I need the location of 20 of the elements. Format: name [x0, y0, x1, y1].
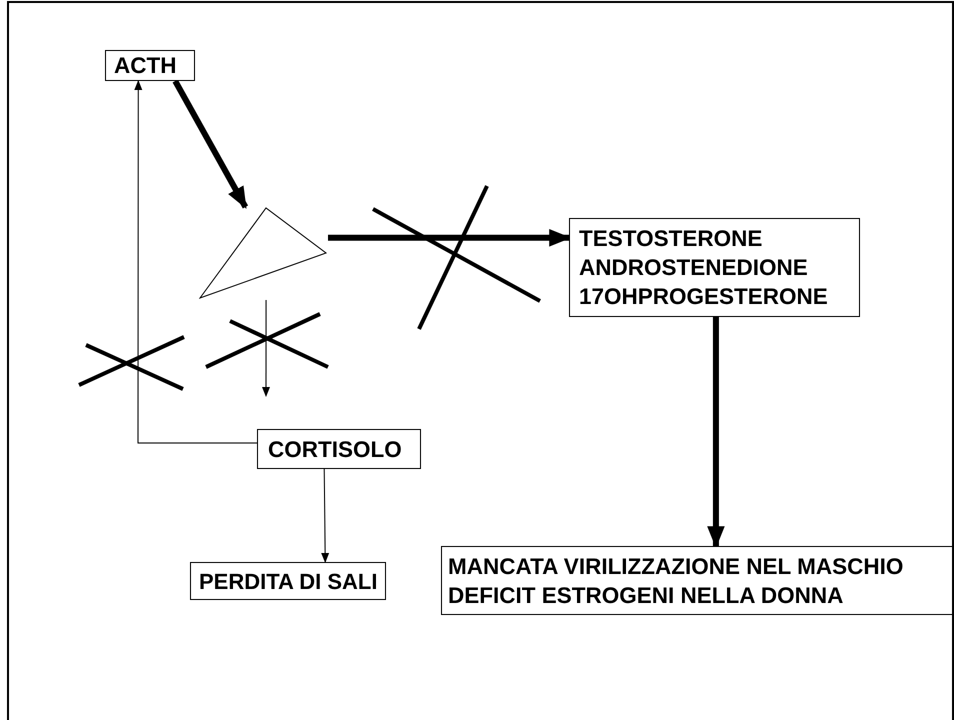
arrow — [262, 300, 270, 397]
box-text: ACTH — [114, 52, 178, 80]
box-text: MANCATA VIRILIZZAZIONE NEL MASCHIO — [448, 553, 904, 581]
arrow — [172, 80, 248, 209]
arrow — [707, 317, 725, 548]
box-text: PERDITA DI SALI — [199, 568, 377, 596]
label-box — [257, 429, 421, 469]
label-box — [569, 218, 860, 317]
label-box — [441, 546, 953, 615]
box-text: 17OHPROGESTERONE — [579, 283, 829, 311]
label-box — [190, 562, 386, 600]
box-text: DEFICIT ESTROGENI NELLA DONNA — [448, 582, 844, 610]
label-box — [105, 50, 195, 81]
box-text: CORTISOLO — [268, 436, 403, 464]
box-text: TESTOSTERONE — [579, 225, 764, 253]
gland-triangle — [199, 207, 328, 300]
arrow — [134, 80, 258, 444]
arrow — [321, 468, 330, 563]
box-text: ANDROSTENEDIONE — [579, 254, 809, 282]
arrow — [328, 229, 572, 247]
